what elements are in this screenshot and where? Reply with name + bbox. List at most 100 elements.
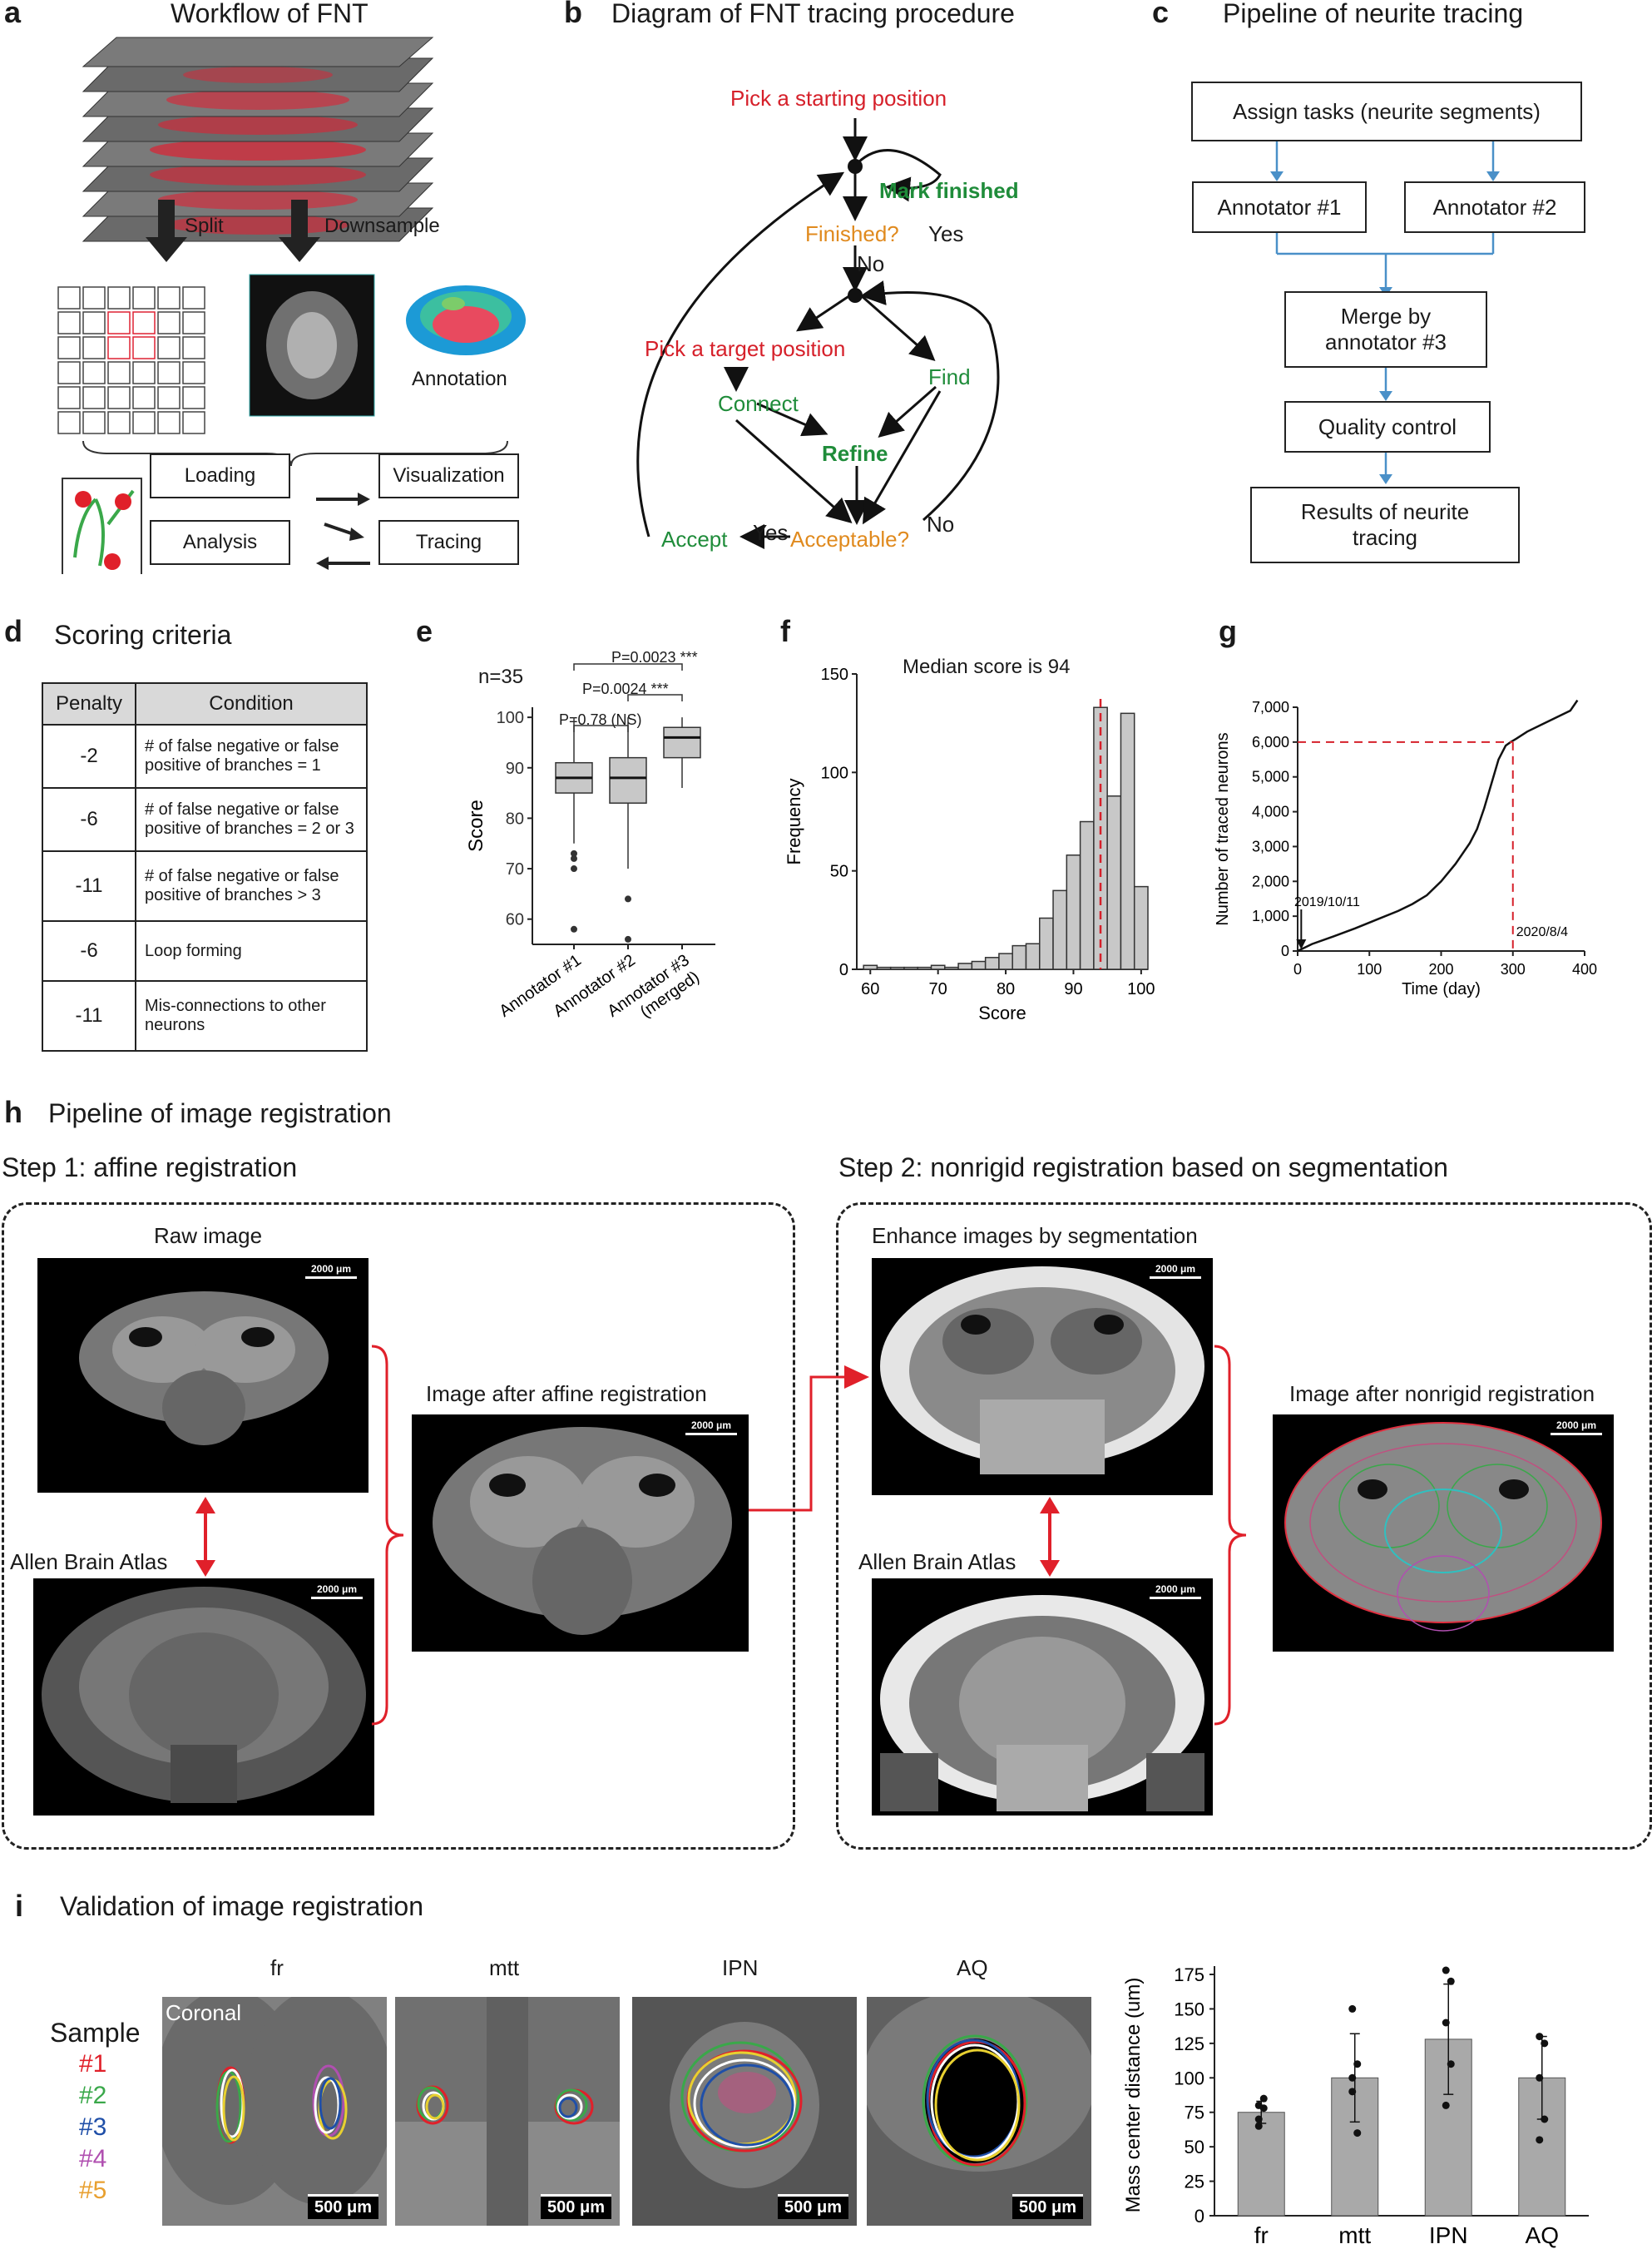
x-axis-label: Score [978, 1003, 1026, 1023]
panel-d-title: Scoring criteria [54, 620, 232, 650]
tracing-procedure-diagram [636, 118, 1000, 549]
histogram-bar [1133, 885, 1149, 970]
scale-bar: 2000 μm [685, 1419, 737, 1435]
image-stack-icon [82, 37, 434, 242]
penalty-cell: -11 [42, 850, 136, 922]
panel-c-title: Pipeline of neurite tracing [1223, 0, 1524, 28]
histogram-bar [1079, 820, 1095, 970]
data-point [1541, 2115, 1549, 2123]
x-tick-label: 400 [1572, 961, 1597, 978]
y-tick-label: 80 [506, 810, 524, 828]
x-tick-label: mtt [1338, 2222, 1371, 2248]
visualization-box: Visualization [378, 453, 519, 498]
x-tick-label: 200 [1428, 961, 1453, 978]
histogram-bar [1025, 943, 1041, 970]
data-point [1259, 2094, 1268, 2103]
scale-bar: 500 μm [541, 2194, 611, 2219]
condition-cell: # of false negative or false positive of… [135, 724, 368, 789]
scale-bar: 2000 μm [1150, 1583, 1201, 1599]
histogram-bar [1011, 944, 1027, 970]
outlier-point [625, 895, 631, 903]
y-axis-label: Mass center distance (um) [1122, 1978, 1145, 2213]
sample-2-label: #2 [79, 2082, 107, 2109]
allen-brain-image-2: 2000 μm [872, 1578, 1213, 1816]
results-box: Results of neurite tracing [1250, 487, 1520, 563]
cube-grid-icon [57, 286, 205, 434]
sample-4-label: #4 [79, 2145, 107, 2172]
histogram-bar [1120, 712, 1135, 970]
histogram-bar [930, 964, 946, 970]
histogram-bar [957, 963, 973, 970]
finished-question-label: Finished? [805, 221, 899, 246]
condition-header: Condition [135, 682, 368, 726]
histogram-bar [1039, 917, 1054, 970]
panel-h-letter: h [4, 1095, 22, 1129]
panel-a-title: Workflow of FNT [171, 0, 368, 28]
downsample-arrow [279, 200, 320, 262]
y-tick-label: 125 [1174, 2034, 1204, 2054]
data-point [1536, 2033, 1544, 2041]
data-point [1348, 2073, 1357, 2082]
y-tick-label: 90 [506, 760, 524, 778]
histogram-bar [944, 966, 959, 970]
region-label-aq: AQ [957, 1955, 988, 1980]
table-row: -2# of false negative or false positive … [42, 724, 368, 789]
scoring-table: Penalty Condition -2# of false negative … [42, 682, 368, 1052]
outlier-point [571, 855, 577, 862]
x-tick-label: IPN [1429, 2222, 1468, 2248]
p-value-3: P=0.0023 *** [611, 649, 698, 666]
sample-1-label: #1 [79, 2050, 107, 2078]
end-date-label: 2020/8/4 [1516, 925, 1568, 939]
mtt-validation-image: 500 μm [395, 1997, 620, 2226]
fnt-workflow-graphic [57, 37, 526, 574]
bracket-connector [1214, 1345, 1247, 1726]
y-tick-label: 175 [1174, 1964, 1204, 1985]
penalty-cell: -2 [42, 724, 136, 789]
scale-bar: 500 μm [778, 2194, 848, 2219]
scale-bar: 500 μm [1012, 2194, 1083, 2219]
yes-label-2: Yes [753, 520, 789, 545]
annotation-label: Annotation [412, 368, 507, 390]
panel-i-title: Validation of image registration [60, 1891, 423, 1921]
y-tick-label: 2,000 [1252, 873, 1289, 889]
y-tick-label: 0 [839, 961, 848, 979]
outlier-point [571, 925, 577, 933]
condition-cell: # of false negative or false positive of… [135, 850, 368, 922]
y-tick-label: 100 [821, 764, 848, 782]
assign-tasks-box: Assign tasks (neurite segments) [1191, 82, 1582, 141]
data-point [1442, 2101, 1450, 2109]
y-tick-label: 6,000 [1252, 734, 1289, 750]
penalty-cell: -6 [42, 920, 136, 982]
significance-bracket [627, 694, 683, 701]
significance-bracket [573, 725, 629, 732]
condition-cell: Loop forming [135, 920, 368, 982]
x-tick-label: 0 [1293, 961, 1302, 978]
panel-g-letter: g [1219, 614, 1237, 648]
x-axis-label: Time (day) [1402, 980, 1481, 998]
data-point [1442, 1966, 1450, 1974]
x-tick-label: 100 [1357, 961, 1382, 978]
panel-i-letter: i [15, 1889, 24, 1923]
histogram-bar [1052, 889, 1068, 970]
box [609, 756, 647, 804]
data-point [1536, 2073, 1544, 2082]
data-point [1541, 2039, 1549, 2048]
histogram-bar [876, 966, 892, 970]
bidirectional-arrow [195, 1497, 215, 1577]
sample-3-label: #3 [79, 2113, 107, 2141]
y-tick-label: 0 [1281, 943, 1289, 959]
data-point [1254, 2122, 1263, 2130]
table-row: -11# of false negative or false positive… [42, 850, 368, 922]
y-tick-label: 25 [1185, 2172, 1204, 2192]
raw-image-label: Raw image [154, 1223, 263, 1248]
penalty-cell: -6 [42, 787, 136, 852]
outlier-point [571, 850, 577, 857]
data-point [1254, 2115, 1263, 2123]
y-tick-label: 150 [1174, 1999, 1204, 2019]
panel-c-letter: c [1152, 0, 1170, 29]
aq-validation-image: 500 μm [867, 1997, 1091, 2226]
x-tick-label: 60 [861, 980, 879, 998]
tracing-box: Tracing [378, 520, 519, 565]
